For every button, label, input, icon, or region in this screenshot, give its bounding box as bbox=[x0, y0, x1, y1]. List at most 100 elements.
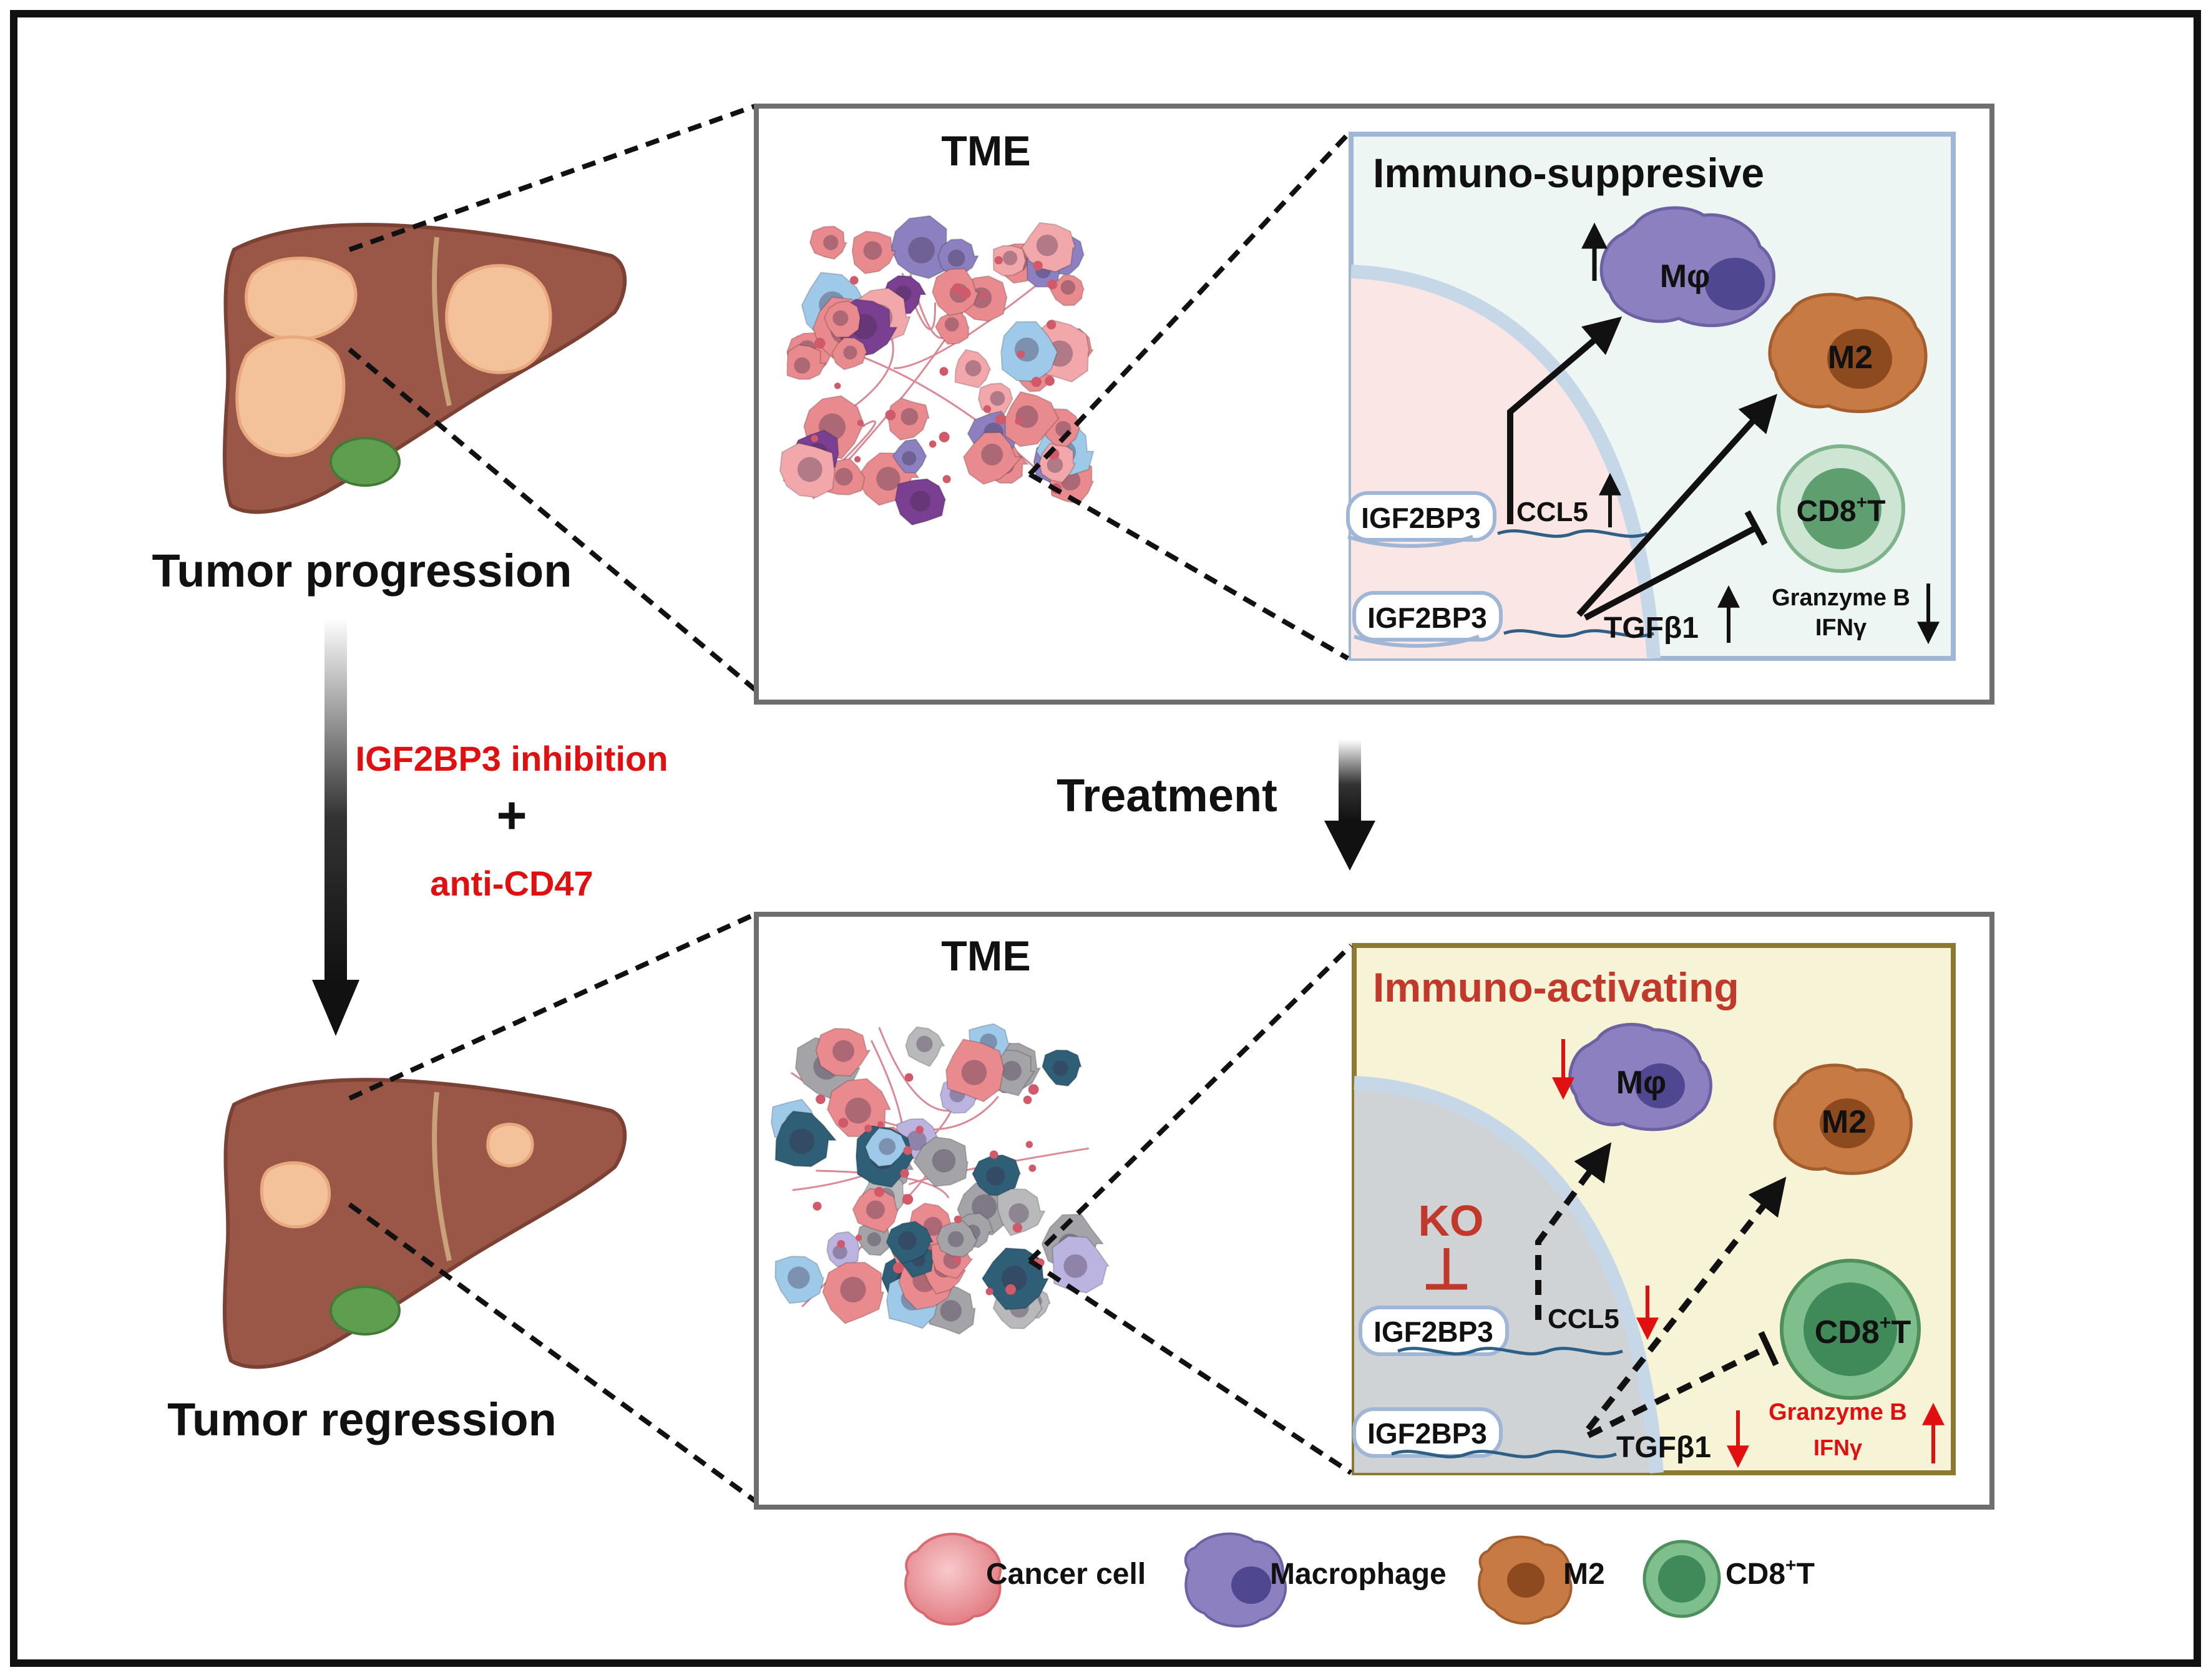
cytokine-dot bbox=[816, 1094, 826, 1105]
tme-cell-nucleus bbox=[990, 391, 1005, 406]
cytokine-dot bbox=[892, 1262, 904, 1274]
tme-cell-nucleus bbox=[832, 1244, 847, 1260]
cytokine-dot bbox=[995, 414, 1007, 425]
m2-macrophage-icon bbox=[1773, 1063, 1913, 1175]
cytokine-dot bbox=[855, 1234, 862, 1241]
legend-item-macrophage: Macrophage bbox=[1184, 1532, 1447, 1628]
tme-cell bbox=[997, 1188, 1046, 1237]
cytokine-dot bbox=[939, 431, 950, 442]
tme-cell-nucleus bbox=[940, 1300, 962, 1322]
granzyme-label-bottom: Granzyme B bbox=[1769, 1399, 1907, 1425]
legend-label-cancer-cell: Cancer cell bbox=[986, 1558, 1146, 1591]
igf2bp3-label-1-bottom: IGF2BP3 bbox=[1374, 1316, 1493, 1348]
cytokine-dot bbox=[1025, 1141, 1033, 1148]
cytokine-dot bbox=[904, 1073, 914, 1082]
ccl5-label-bottom: CCL5 bbox=[1548, 1304, 1619, 1334]
tme-cell-nucleus bbox=[867, 1232, 881, 1246]
cytokine-dot bbox=[1012, 1223, 1023, 1233]
tme-cell bbox=[851, 230, 897, 275]
tme-cell bbox=[786, 344, 827, 380]
tme-cell-nucleus bbox=[1047, 457, 1063, 473]
tme-cell-nucleus bbox=[1008, 1203, 1029, 1224]
tme-cell-nucleus bbox=[1001, 1266, 1027, 1291]
igf2bp3-label-1-top: IGF2BP3 bbox=[1361, 502, 1481, 534]
cancer-cell-region bbox=[1351, 271, 1654, 658]
tme-cell-nucleus bbox=[843, 345, 857, 360]
cytokine-dot bbox=[1005, 1284, 1017, 1295]
cytokine-dot bbox=[953, 1256, 961, 1264]
cytokine-dot bbox=[849, 276, 859, 285]
tme-cell bbox=[1052, 1235, 1110, 1294]
tme-cell bbox=[831, 336, 868, 371]
tme-cell-nucleus bbox=[1002, 1061, 1022, 1081]
tme-cell-nucleus bbox=[863, 241, 882, 260]
ifng-label-bottom: IFNγ bbox=[1813, 1435, 1862, 1460]
tme-cell bbox=[1042, 1049, 1082, 1087]
cytokine-dot bbox=[954, 1215, 962, 1224]
tumor-nodule bbox=[235, 335, 346, 457]
rna-strand-icon bbox=[1391, 1450, 1617, 1458]
legend-label-macrophage: Macrophage bbox=[1270, 1558, 1447, 1591]
tme-cell-nucleus bbox=[788, 1266, 810, 1289]
tme-cell-nucleus bbox=[876, 467, 901, 491]
treatment-arrow-head bbox=[1324, 821, 1375, 871]
zoom-lines bbox=[348, 104, 757, 1503]
liver-regression-icon bbox=[223, 1078, 627, 1369]
igf2bp3-label-2-top: IGF2BP3 bbox=[1367, 602, 1487, 634]
cytokine-dot bbox=[864, 1124, 872, 1133]
liver-progression-icon bbox=[223, 223, 627, 514]
tme-cell-nucleus bbox=[823, 235, 839, 250]
tme-cell bbox=[823, 300, 861, 338]
tme-cell bbox=[815, 1027, 871, 1077]
cytokine-dot bbox=[915, 1125, 924, 1134]
tme-cell-nucleus bbox=[789, 1128, 815, 1155]
tme-cell bbox=[774, 1256, 825, 1304]
tme-cell bbox=[892, 438, 927, 474]
tme-cell-nucleus bbox=[832, 310, 849, 326]
cytokine-dot bbox=[834, 383, 841, 389]
cytokine-dot bbox=[985, 1287, 993, 1296]
tme-cell-nucleus bbox=[972, 1194, 997, 1219]
tme-cell-nucleus bbox=[901, 408, 919, 426]
cytokine-dot bbox=[1047, 280, 1058, 290]
tme-cell bbox=[905, 1026, 945, 1068]
tme-cell-nucleus bbox=[1036, 234, 1058, 256]
cytokine-dot bbox=[989, 1150, 998, 1159]
tme-cell-nucleus bbox=[835, 467, 853, 486]
tme-cell-nucleus bbox=[902, 451, 917, 466]
tme-cell bbox=[962, 431, 1023, 486]
tme-cell-nucleus bbox=[898, 1231, 917, 1250]
cytokine-dot bbox=[1023, 1095, 1032, 1105]
cd8-label-top: CD8+T bbox=[1797, 492, 1886, 528]
ccl5-label-top: CCL5 bbox=[1516, 497, 1588, 527]
cytokine-dot bbox=[811, 434, 819, 442]
tme-cell bbox=[894, 478, 947, 526]
cytokine-dot bbox=[939, 367, 949, 376]
m2-label-bottom: M2 bbox=[1822, 1104, 1867, 1140]
tme-cell bbox=[852, 1188, 899, 1233]
cytokine-dot bbox=[994, 256, 1003, 265]
tme-cell-nucleus bbox=[1014, 337, 1039, 362]
tumor-nodule bbox=[486, 1123, 534, 1168]
cytokine-dot bbox=[874, 1186, 884, 1197]
inhibit-bar-icon bbox=[1758, 1331, 1779, 1367]
tme-cell-nucleus bbox=[947, 249, 965, 267]
progression-arrow-shaft bbox=[325, 618, 347, 980]
cytokine-dot bbox=[952, 283, 963, 295]
cytokine-dot bbox=[814, 338, 826, 349]
macrophage-label-bottom: Mφ bbox=[1616, 1065, 1667, 1101]
cytokine-dot bbox=[838, 1118, 849, 1128]
cytokine-dot bbox=[929, 440, 937, 448]
cd8-t-cell-icon bbox=[1777, 444, 1905, 573]
legend-item-cancer-cell: Cancer cell bbox=[904, 1533, 1146, 1626]
tme-cell-nucleus bbox=[947, 1231, 964, 1248]
tme-cell-nucleus bbox=[840, 1276, 866, 1303]
tme-cell bbox=[935, 1220, 979, 1258]
cytokine-dot bbox=[942, 475, 951, 484]
igf2bp3-box-2-top bbox=[1352, 591, 1503, 642]
tgfb1-to-m2-arrow bbox=[1576, 394, 1778, 617]
cytokine-dot bbox=[1028, 1084, 1039, 1095]
ccl5-to-macrophage-dashed-arrow bbox=[1535, 1142, 1612, 1320]
therapy-line-1: IGF2BP3 inhibition bbox=[356, 739, 668, 778]
